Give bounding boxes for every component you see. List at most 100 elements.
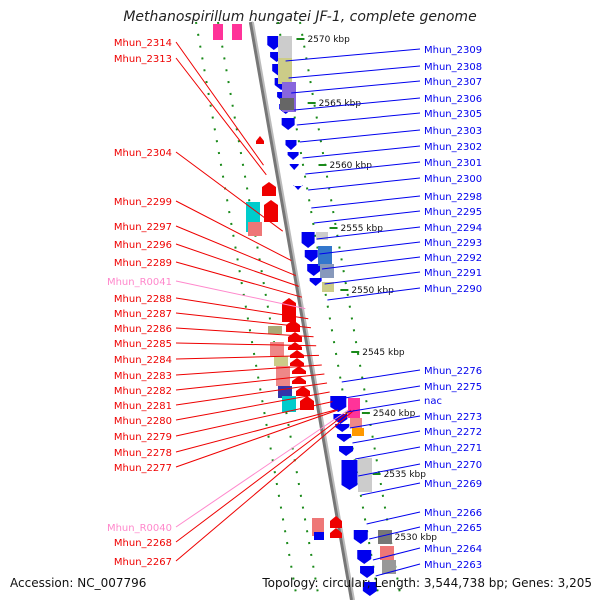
leader-line-left (175, 409, 339, 468)
reverse-gene-arrow (330, 528, 342, 538)
leader-line-right (302, 145, 421, 159)
ruler-strand-outer (299, 21, 403, 600)
gene-label-left: Mhun_2288 (114, 294, 172, 305)
gene-category-bar (352, 428, 364, 436)
reverse-gene-arrow (330, 516, 342, 528)
leader-line-right (313, 210, 421, 224)
leader-line-right (308, 177, 421, 191)
forward-gene-arrow (309, 278, 322, 286)
forward-gene-arrow (353, 530, 368, 544)
gene-category-bar (312, 518, 324, 536)
gene-label-left: Mhun_2304 (114, 148, 172, 159)
leader-line-right (352, 430, 421, 444)
gene-label-right: Mhun_2294 (424, 223, 482, 234)
gene-label-left: Mhun_2267 (114, 557, 172, 568)
kbp-label: 2545 kbp (362, 348, 405, 358)
leader-line-right (296, 112, 421, 126)
gene-label-right: Mhun_2301 (424, 158, 482, 169)
gene-label-left: Mhun_2279 (114, 432, 172, 443)
gene-label-left: Mhun_R0041 (107, 277, 172, 288)
reverse-gene-arrow (288, 342, 302, 350)
reverse-gene-arrow (256, 136, 264, 144)
leader-line-left (175, 261, 303, 298)
leader-line-right (327, 287, 421, 301)
kbp-label: 2530 kbp (395, 533, 438, 543)
ruler-strand-inner (217, 21, 321, 600)
leader-line-right (366, 511, 421, 525)
gene-label-right: Mhun_2276 (424, 366, 482, 377)
forward-gene-arrow (281, 118, 295, 130)
leader-line-right (321, 256, 421, 270)
gene-label-left: Mhun_2283 (114, 371, 172, 382)
gene-category-bar (316, 232, 328, 240)
gene-label-left: Mhun_2277 (114, 463, 172, 474)
leader-line-left (175, 312, 311, 329)
leader-line-right (375, 563, 421, 577)
gene-category-bar (248, 222, 262, 236)
genome-backbone (248, 21, 354, 600)
leader-line-left (175, 327, 314, 338)
gene-category-bar (268, 326, 282, 334)
gene-label-right: Mhun_2298 (424, 192, 482, 203)
gene-label-left: Mhun_2278 (114, 448, 172, 459)
reverse-gene-arrow (282, 298, 296, 322)
leader-line-right (319, 241, 421, 255)
gene-label-right: Mhun_2266 (424, 508, 482, 519)
gene-label-left: Mhun_2281 (114, 401, 172, 412)
leader-line-left (175, 391, 330, 421)
leader-line-right (349, 415, 421, 429)
gene-label-right: Mhun_2302 (424, 142, 482, 153)
reverse-gene-arrow (290, 358, 304, 366)
leader-line-right (299, 129, 421, 143)
kbp-label: 2570 kbp (307, 35, 350, 45)
kbp-label: 2555 kbp (341, 224, 384, 234)
gene-category-bar (318, 246, 332, 266)
ruler-strand-left (195, 21, 299, 600)
forward-gene-arrow (362, 582, 377, 596)
gene-label-left: Mhun_2313 (114, 54, 172, 65)
gene-label-left: Mhun_2285 (114, 339, 172, 350)
kbp-label: 2560 kbp (330, 161, 373, 171)
genome-backbone-shade (251, 21, 355, 600)
forward-gene-arrow (339, 446, 354, 456)
gene-label-left: Mhun_R0040 (107, 523, 172, 534)
leader-line-left (175, 409, 349, 528)
gene-label-left: Mhun_2287 (114, 309, 172, 320)
gene-label-left: Mhun_2284 (114, 355, 172, 366)
gene-label-left: Mhun_2296 (114, 240, 172, 251)
forward-gene-arrow (289, 164, 299, 170)
leader-line-right (324, 271, 421, 285)
ruler-strand-right (277, 21, 381, 600)
forward-gene-arrow (301, 232, 315, 248)
kbp-label: 2535 kbp (384, 470, 427, 480)
gene-label-right: Mhun_2264 (424, 544, 482, 555)
leader-line-right (305, 161, 421, 175)
leader-line-right (285, 48, 421, 62)
leader-line-right (344, 385, 421, 399)
leader-line-right (294, 97, 421, 111)
forward-gene-arrow (335, 424, 350, 432)
leader-line-left (175, 382, 328, 406)
forward-gene-arrow (360, 566, 375, 578)
accession-text: Accession: NC_007796 (10, 576, 147, 590)
gene-label-right: Mhun_2305 (424, 109, 482, 120)
gene-category-bar (276, 366, 290, 386)
forward-gene-arrow (287, 152, 299, 160)
gene-label-right: Mhun_2273 (424, 412, 482, 423)
leader-line-left (175, 373, 325, 391)
leader-line-left (175, 401, 333, 437)
genome-summary-text: Topology: circular; Length: 3,544,738 bp… (262, 576, 592, 590)
leader-line-right (358, 463, 421, 477)
leader-line-left (175, 409, 336, 453)
gene-label-left: Mhun_2282 (114, 386, 172, 397)
gene-label-left: Mhun_2289 (114, 258, 172, 269)
gene-label-right: Mhun_2291 (424, 268, 482, 279)
leader-line-right (346, 399, 421, 413)
gene-label-right: Mhun_2265 (424, 523, 482, 534)
leader-line-right (291, 80, 421, 94)
gene-label-left: Mhun_2299 (114, 197, 172, 208)
leader-line-left (175, 41, 264, 166)
gene-label-right: Mhun_2307 (424, 77, 482, 88)
leader-line-left (175, 354, 319, 360)
